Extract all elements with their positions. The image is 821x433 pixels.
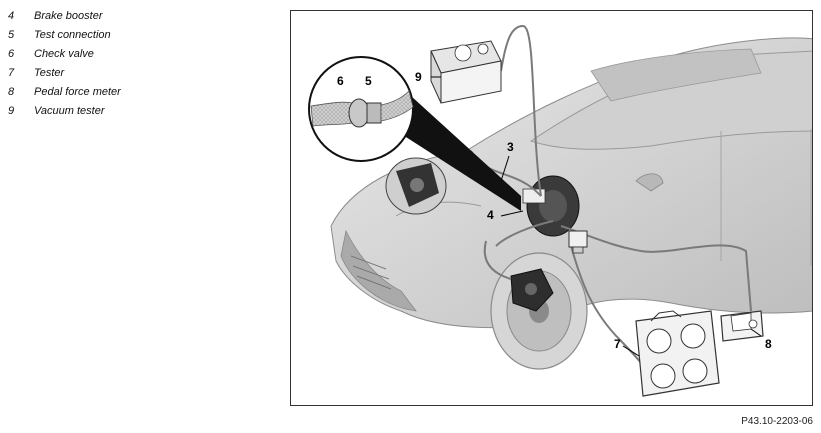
- legend-item: 5 Test connection: [8, 25, 121, 44]
- legend-item: 6 Check valve: [8, 44, 121, 63]
- legend-item: 8 Pedal force meter: [8, 82, 121, 101]
- vacuum-hoses: [470, 24, 752, 372]
- callout-8: 8: [765, 337, 772, 351]
- car-silhouette: [330, 37, 812, 329]
- callout-leaders: [431, 76, 762, 357]
- callout-6: 6: [337, 74, 344, 88]
- legend-number: 7: [8, 66, 15, 79]
- legend-label: Vacuum tester: [34, 104, 105, 117]
- legend-number: 9: [8, 104, 15, 117]
- legend-number: 4: [8, 9, 15, 22]
- detail-magnifier: [308, 56, 521, 211]
- pedal-force-meter: [720, 310, 764, 342]
- callout-4: 4: [487, 208, 494, 222]
- legend-item: 9 Vacuum tester: [8, 101, 121, 120]
- callout-3: 3: [507, 140, 514, 154]
- legend-label: Brake booster: [34, 9, 103, 22]
- illustration-svg: 9 3 4 6 5 7 8: [308, 24, 812, 397]
- brake-caliper: [510, 268, 554, 312]
- test-connector: [568, 230, 588, 254]
- brake-disc-upper: [385, 157, 447, 215]
- legend-label: Pedal force meter: [34, 85, 121, 98]
- tester-device: [635, 310, 720, 397]
- vacuum-tester: [430, 40, 502, 104]
- legend-list: 4 Brake booster 5 Test connection 6 Chec…: [8, 6, 121, 120]
- legend-number: 5: [8, 28, 15, 41]
- legend-label: Check valve: [34, 47, 94, 60]
- callout-7: 7: [614, 337, 621, 351]
- figure-code: P43.10-2203-06: [741, 416, 813, 427]
- technical-illustration: 9 3 4 6 5 7 8: [290, 10, 813, 406]
- legend-number: 6: [8, 47, 15, 60]
- legend-number: 8: [8, 85, 15, 98]
- legend-item: 7 Tester: [8, 63, 121, 82]
- legend-item: 4 Brake booster: [8, 6, 121, 25]
- legend-label: Tester: [34, 66, 65, 79]
- callout-5: 5: [365, 74, 372, 88]
- callout-9: 9: [415, 70, 422, 84]
- legend-label: Test connection: [34, 28, 111, 41]
